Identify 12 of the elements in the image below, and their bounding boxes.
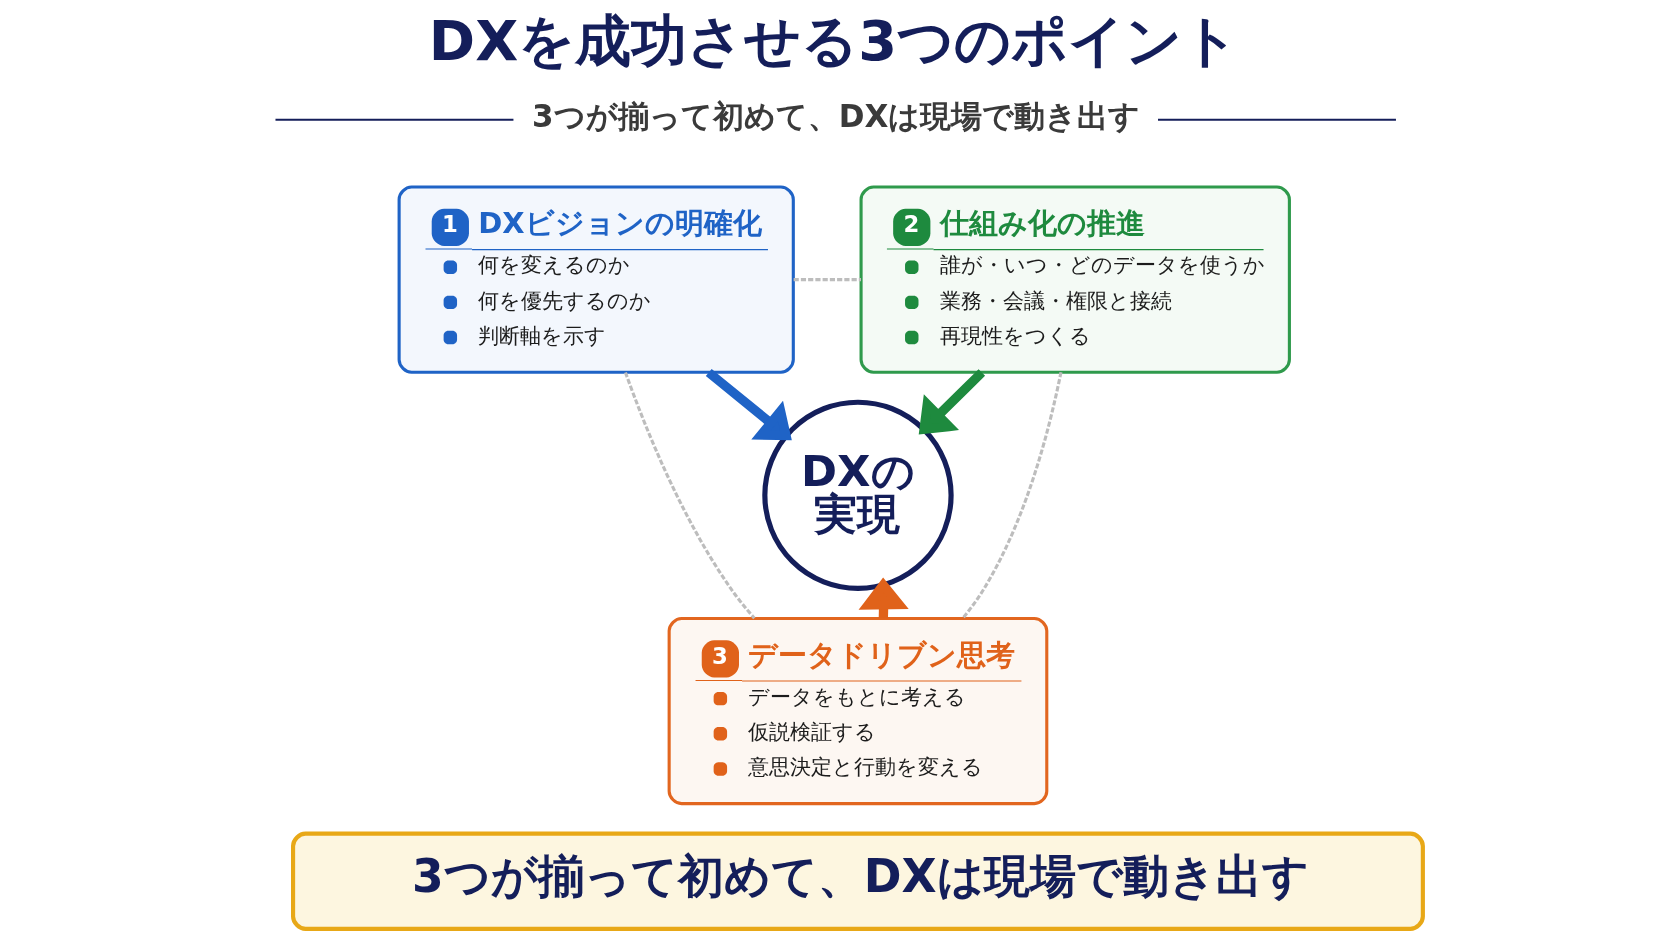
connector <box>623 371 755 620</box>
arrow <box>705 368 792 441</box>
label: 3つが揃って初めて、DXは現場で動き出す <box>531 97 1140 134</box>
node-box: 1 DXビジョンの明確化 何を変えるのか 何を優先するのか 判断軸を示す <box>397 185 795 374</box>
arrow <box>918 369 985 435</box>
node-box: 3つが揃って初めて、DXは現場で動き出す <box>290 831 1425 931</box>
diagram-title: DXを成功させる3つのポイント <box>428 7 1239 73</box>
node-box: 3 データドリブン思考 データをもとに考える 仮説検証する 意思決定と行動を変える <box>667 616 1048 806</box>
node-circle: DXの実現 <box>761 399 954 592</box>
connector <box>961 371 1062 620</box>
node-box: 2 仕組み化の推進 誰が・いつ・どのデータを使うか 業務・会議・権限と接続 再現性をつくる <box>859 185 1291 374</box>
connector <box>793 278 861 282</box>
